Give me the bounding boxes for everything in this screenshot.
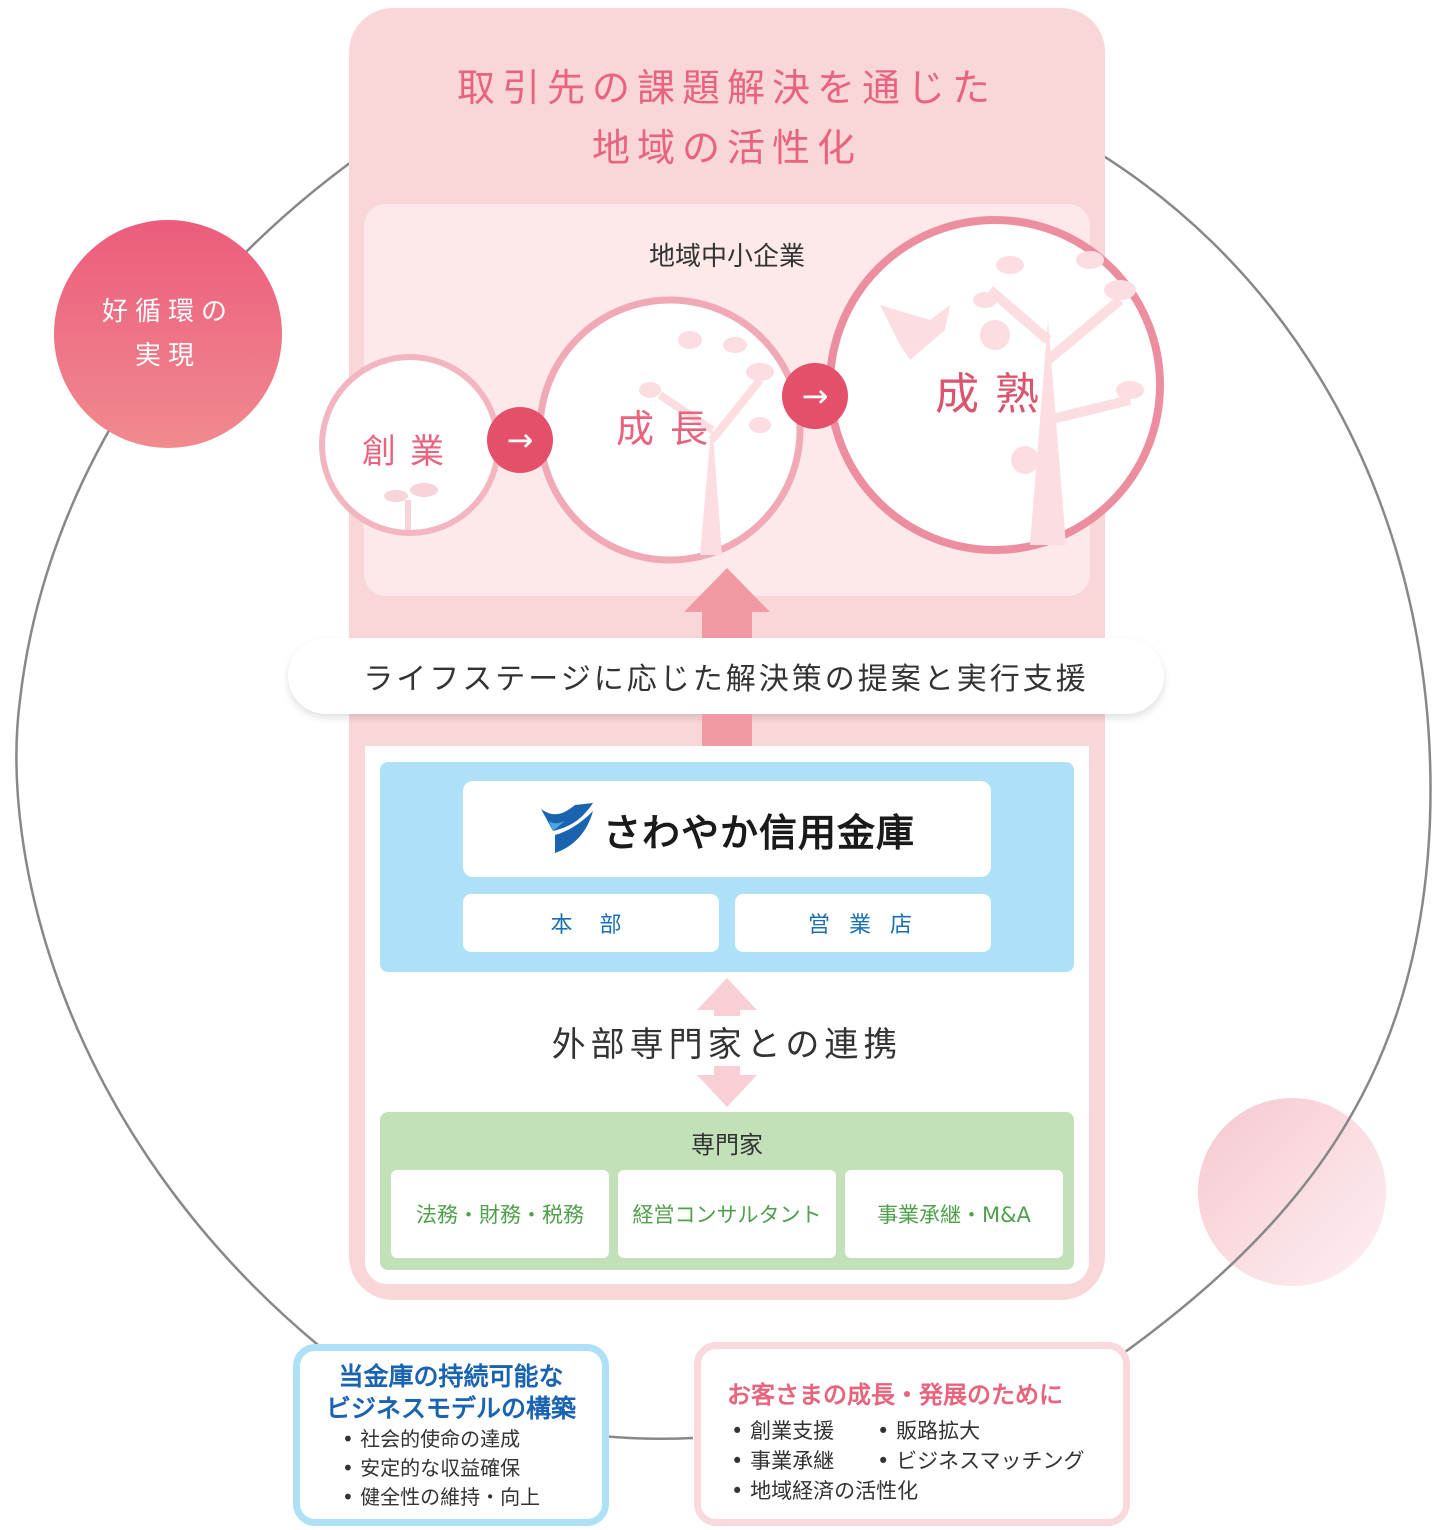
cycle-badge-line1: 好循環の	[101, 297, 234, 327]
main-title-line2: 地域の活性化	[591, 126, 862, 170]
sustainable-bullet-list: • 社会的使命の達成 • 安定的な収益確保 • 健全性の維持・向上	[300, 1425, 602, 1512]
list-item: • 販路拡大	[877, 1419, 981, 1443]
list-row: • 創業支援 • 販路拡大	[731, 1416, 1123, 1446]
expert-legal-finance-tax: 法務・財務・税務	[391, 1170, 609, 1258]
young-tree-icon	[639, 331, 774, 555]
sustainable-title-line1: 当金庫の持続可能な	[338, 1362, 564, 1391]
expert-succession-ma: 事業承継・M&A	[845, 1170, 1063, 1258]
experts-heading: 専門家	[691, 1130, 763, 1159]
list-item: • 創業支援	[731, 1419, 835, 1443]
sme-heading: 地域中小企業	[648, 241, 805, 272]
mature-tree-icon	[973, 251, 1144, 545]
stage-label-growth: 成長	[615, 406, 724, 451]
list-item: • ビジネスマッチング	[877, 1449, 1085, 1473]
customer-box-title: お客さまの成長・発展のために	[727, 1381, 1063, 1409]
cycle-badge: 好循環の 実現	[54, 220, 282, 448]
bank-logo-icon	[540, 803, 593, 853]
sustainable-model-box: 当金庫の持続可能な ビジネスモデルの構築 • 社会的使命の達成 • 安定的な収益…	[293, 1344, 609, 1526]
list-item: • 社会的使命の達成	[342, 1427, 521, 1451]
stage-label-startup: 創業	[362, 431, 458, 472]
bank-logo-box: さわやか信用金庫	[463, 781, 991, 877]
cycle-badge-line2: 実現	[134, 341, 201, 371]
list-item: • 地域経済の活性化	[731, 1479, 919, 1503]
bank-name: さわやか信用金庫	[602, 810, 915, 855]
sustainable-title-line2: ビジネスモデルの構築	[325, 1394, 576, 1423]
expert-consultant: 経営コンサルタント	[618, 1170, 836, 1258]
stage-label-maturity: 成熟	[935, 369, 1055, 420]
dept-headquarters: 本 部	[463, 894, 719, 952]
decorative-circle	[1198, 1098, 1386, 1286]
arrow-circle-2	[782, 363, 848, 429]
up-arrow-stem	[702, 714, 752, 746]
collaboration-label: 外部専門家との連携	[480, 1016, 974, 1066]
main-title-line1: 取引先の課題解決を通じた	[456, 66, 997, 110]
bird-icon	[880, 305, 950, 360]
arrow-right-icon: →	[506, 421, 534, 459]
list-item: • 健全性の維持・向上	[342, 1485, 541, 1509]
dept-branches: 営 業 店	[735, 894, 991, 952]
list-item: • 事業承継	[731, 1449, 835, 1473]
sprout-icon	[384, 483, 438, 530]
customer-bullet-list: • 創業支援 • 販路拡大 • 事業承継 • ビジネスマッチング • 地域経済の…	[701, 1416, 1123, 1506]
customer-growth-box: お客さまの成長・発展のために • 創業支援 • 販路拡大 • 事業承継 • ビジ…	[694, 1342, 1130, 1526]
list-row: • 事業承継 • ビジネスマッチング	[731, 1446, 1123, 1476]
life-stage-banner: ライフステージに応じた解決策の提案と実行支援	[288, 638, 1164, 714]
list-item: • 安定的な収益確保	[342, 1456, 521, 1480]
arrow-right-icon: →	[801, 377, 829, 415]
main-title: 取引先の課題解決を通じた 地域の活性化	[349, 58, 1105, 178]
cycle-arrow-right	[1039, 118, 1432, 1372]
arrow-circle-1	[487, 407, 553, 473]
